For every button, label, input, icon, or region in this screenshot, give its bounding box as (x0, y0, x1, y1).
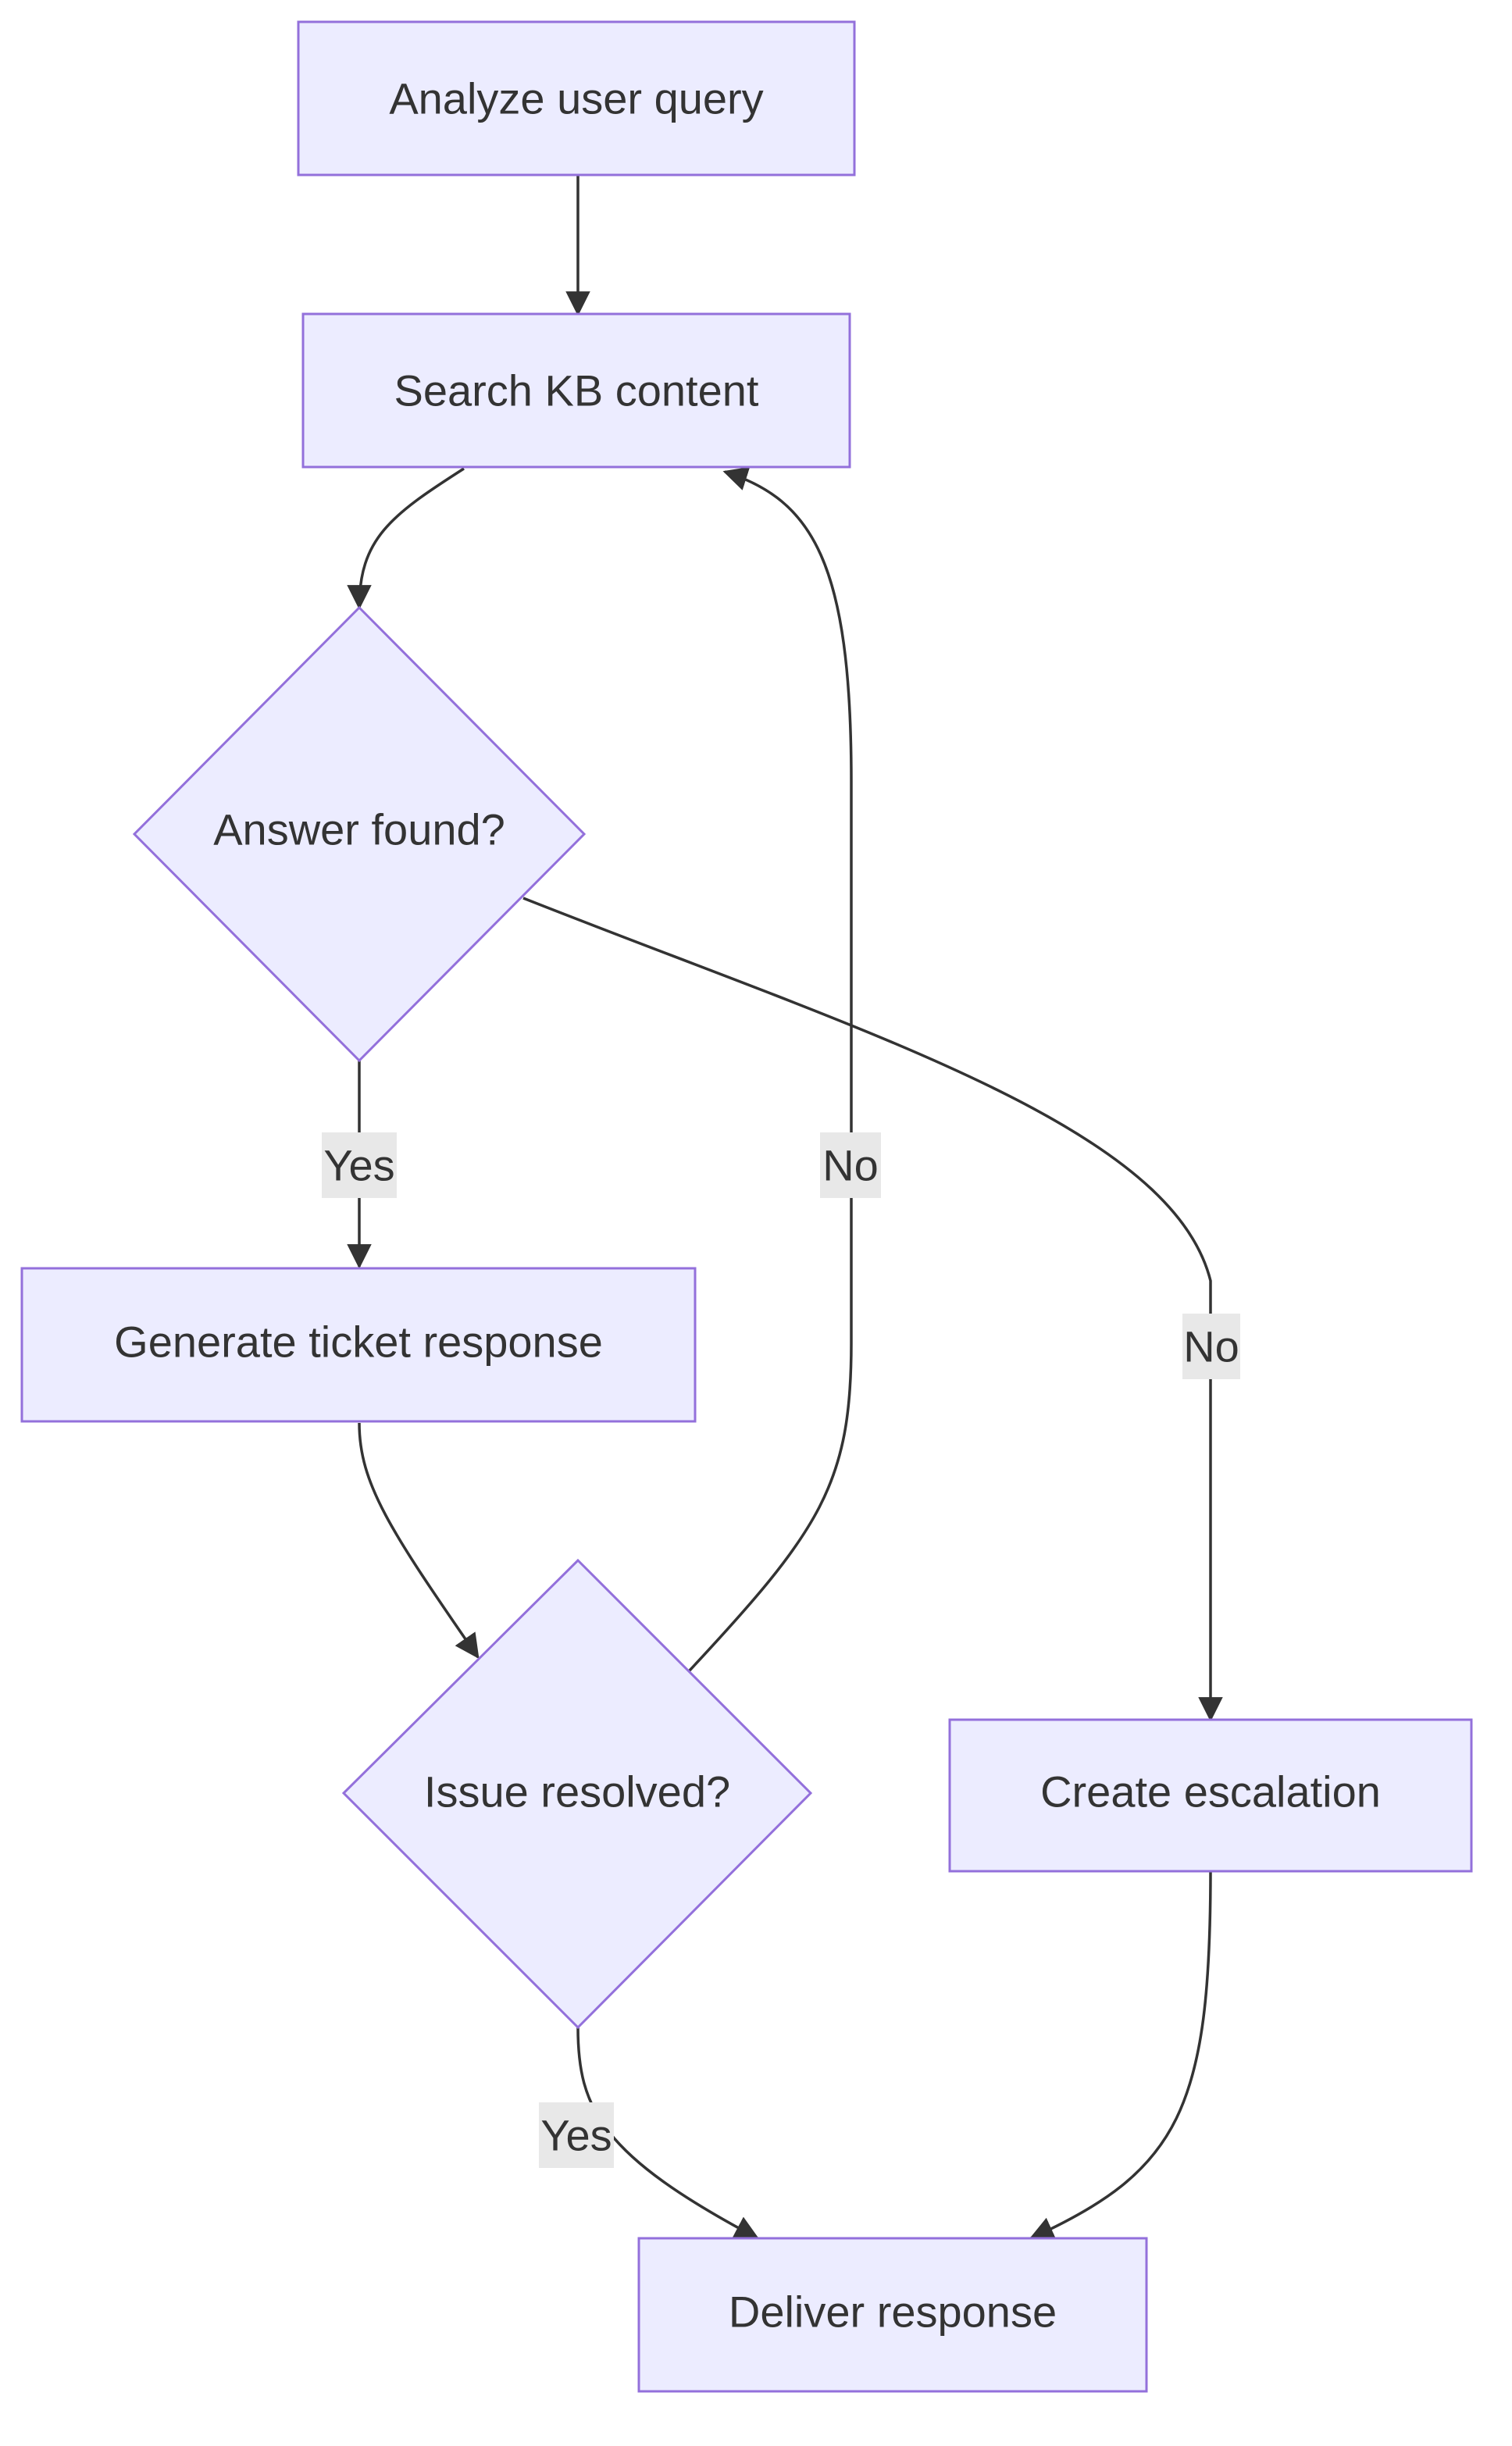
edge-issue-resolved-to-search (687, 466, 853, 1673)
node-issue-resolved-decision: Issue resolved? (341, 1558, 813, 2030)
edges (347, 175, 1223, 2241)
node-label: Search KB content (394, 366, 759, 415)
node-create-escalation: Create escalation (948, 1718, 1473, 1873)
edge-label-text: Yes (323, 1141, 394, 1190)
edge-label-answer-yes: Yes (322, 1132, 397, 1198)
node-search-kb-content: Search KB content (301, 312, 851, 469)
edge-search-to-answer-found (347, 467, 465, 610)
node-label: Deliver response (729, 2287, 1057, 2337)
edge-label-answer-no: No (1182, 1314, 1240, 1379)
edge-escalation-to-deliver (1029, 1869, 1212, 2241)
node-label: Issue resolved? (424, 1767, 730, 1817)
edge-label-text: No (1183, 1322, 1239, 1371)
node-generate-ticket-response: Generate ticket response (20, 1267, 697, 1423)
node-label: Generate ticket response (114, 1317, 603, 1367)
edge-label-text: Yes (540, 2111, 612, 2160)
node-label: Analyze user query (389, 74, 763, 123)
edge-generate-to-issue-resolved (358, 1422, 480, 1660)
edge-label-resolved-no: No (820, 1132, 881, 1198)
node-analyze-user-query: Analyze user query (297, 20, 856, 176)
edge-label-resolved-yes: Yes (539, 2102, 614, 2168)
node-label: Answer found? (213, 805, 505, 854)
node-deliver-response: Deliver response (637, 2237, 1148, 2393)
edge-answer-found-to-escalation (522, 897, 1223, 1722)
node-answer-found-decision: Answer found? (132, 605, 587, 1063)
node-label: Create escalation (1040, 1767, 1381, 1817)
edge-label-text: No (822, 1141, 879, 1190)
